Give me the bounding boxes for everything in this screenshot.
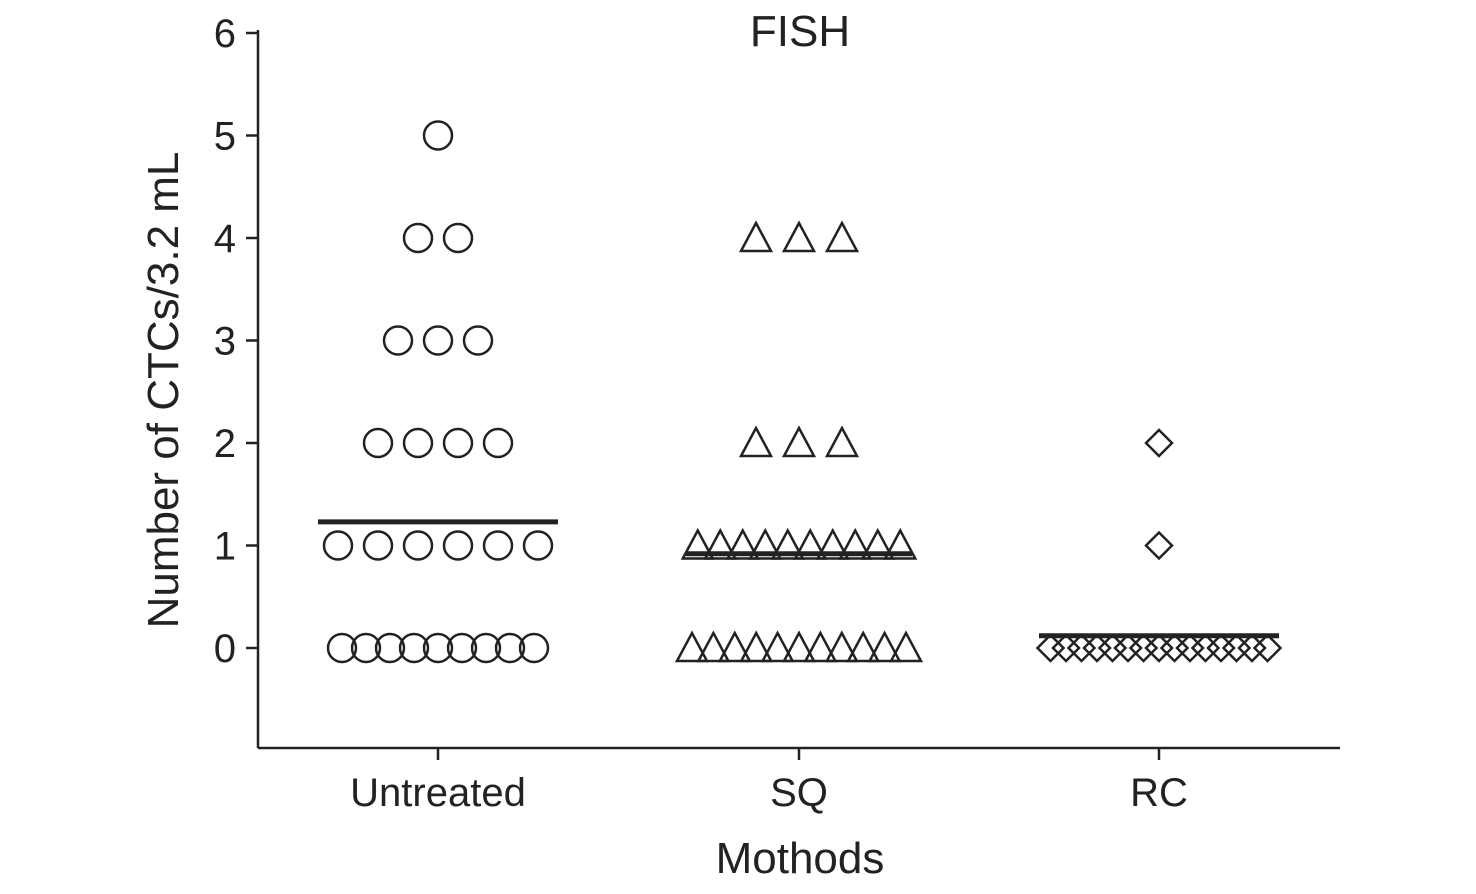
sq-point-y1-6 (793, 527, 828, 560)
y-tick-label-1: 1 (214, 525, 236, 569)
untreated-point-y0-8 (494, 632, 526, 664)
untreated-point-y1-4 (442, 530, 474, 561)
rc-point-y0-13 (1221, 633, 1252, 663)
rc-point-y0-2 (1051, 633, 1081, 663)
y-tick-label-5: 5 (214, 115, 236, 159)
sq-point-y0-10 (867, 630, 902, 663)
sq-point-y1-8 (838, 527, 873, 560)
rc-point-y0-12 (1206, 633, 1236, 663)
untreated-point-y1-3 (402, 530, 434, 561)
rc-point-y0-11 (1190, 633, 1221, 663)
rc-point-y2-1 (1144, 428, 1174, 458)
sq-point-y0-11 (888, 630, 924, 663)
y-tick-label-3: 3 (214, 320, 236, 364)
sq-point-y0-7 (803, 630, 838, 663)
sq-point-y1-10 (883, 527, 918, 560)
sq-point-y0-3 (717, 630, 752, 663)
sq-point-y0-4 (739, 630, 774, 663)
sq-point-y1-5 (770, 527, 805, 560)
untreated-point-y1-2 (362, 530, 394, 561)
x-axis-title: Mothods (716, 834, 885, 883)
data-points (322, 120, 1283, 664)
untreated-point-y1-6 (522, 530, 554, 561)
untreated-point-y0-2 (350, 632, 382, 664)
x-axis-ticks: Untreated SQ RC (350, 748, 1188, 815)
untreated-point-y0-4 (398, 632, 430, 664)
untreated-point-y3-1 (382, 325, 414, 356)
y-tick-label-0: 0 (214, 627, 236, 671)
untreated-point-y3-3 (462, 325, 494, 356)
chart-title: FISH (750, 7, 850, 56)
sq-point-y1-3 (725, 527, 760, 560)
untreated-point-y3-2 (422, 325, 454, 356)
untreated-point-y0-9 (518, 632, 550, 664)
sq-point-y0-2 (696, 630, 731, 663)
sq-point-y1-1 (680, 527, 715, 560)
untreated-point-y4-2 (442, 222, 474, 254)
untreated-point-y0-3 (374, 632, 406, 664)
untreated-point-y2-3 (442, 427, 474, 459)
rc-point-y0-10 (1175, 633, 1205, 663)
untreated-point-y2-4 (482, 427, 514, 459)
rc-point-y0-7 (1128, 633, 1159, 663)
untreated-point-y1-1 (322, 530, 354, 561)
untreated-point-y1-5 (482, 530, 514, 561)
y-axis-title: Number of CTCs/3.2 mL (139, 152, 188, 629)
sq-point-y4-2 (781, 220, 817, 253)
untreated-point-y4-1 (402, 222, 434, 254)
rc-point-y1-1 (1144, 530, 1174, 561)
rc-point-y0-4 (1082, 633, 1112, 663)
sq-point-y1-2 (703, 527, 738, 560)
sq-point-y0-8 (824, 630, 859, 663)
untreated-point-y0-7 (470, 632, 502, 664)
rc-point-y0-6 (1113, 633, 1143, 663)
y-tick-label-4: 4 (214, 217, 236, 261)
sq-point-y4-1 (738, 220, 774, 253)
sq-point-y1-4 (748, 527, 783, 560)
untreated-point-y0-1 (326, 632, 358, 664)
y-axis-ticks: 0 1 2 3 4 5 6 (214, 12, 258, 671)
sq-point-y2-3 (824, 425, 860, 458)
rc-point-y0-1 (1035, 633, 1066, 663)
sq-point-y4-3 (824, 220, 860, 253)
x-tick-label-sq: SQ (770, 771, 828, 815)
rc-point-y0-14 (1237, 633, 1267, 663)
rc-point-y0-3 (1066, 633, 1097, 663)
sq-point-y1-9 (860, 527, 895, 560)
sq-point-y0-6 (781, 630, 817, 663)
x-tick-label-untreated: Untreated (350, 771, 526, 815)
rc-point-y0-8 (1144, 633, 1174, 663)
y-tick-label-2: 2 (214, 422, 236, 466)
untreated-point-y5-1 (422, 120, 454, 151)
untreated-point-y0-5 (422, 632, 454, 664)
sq-point-y0-1 (674, 630, 710, 663)
untreated-point-y2-1 (362, 427, 394, 459)
rc-point-y0-5 (1097, 633, 1128, 663)
sq-point-y1-7 (815, 527, 850, 560)
mean-lines (318, 519, 1279, 639)
untreated-point-y2-2 (402, 427, 434, 459)
sq-point-y2-2 (781, 425, 817, 458)
sq-point-y0-5 (760, 630, 795, 663)
sq-point-y0-9 (846, 630, 881, 663)
x-tick-label-rc: RC (1130, 771, 1188, 815)
rc-point-y0-9 (1159, 633, 1190, 663)
rc-point-y0-15 (1252, 633, 1283, 663)
sq-point-y2-1 (738, 425, 774, 458)
y-tick-label-6: 6 (214, 12, 236, 56)
untreated-point-y0-6 (446, 632, 478, 664)
